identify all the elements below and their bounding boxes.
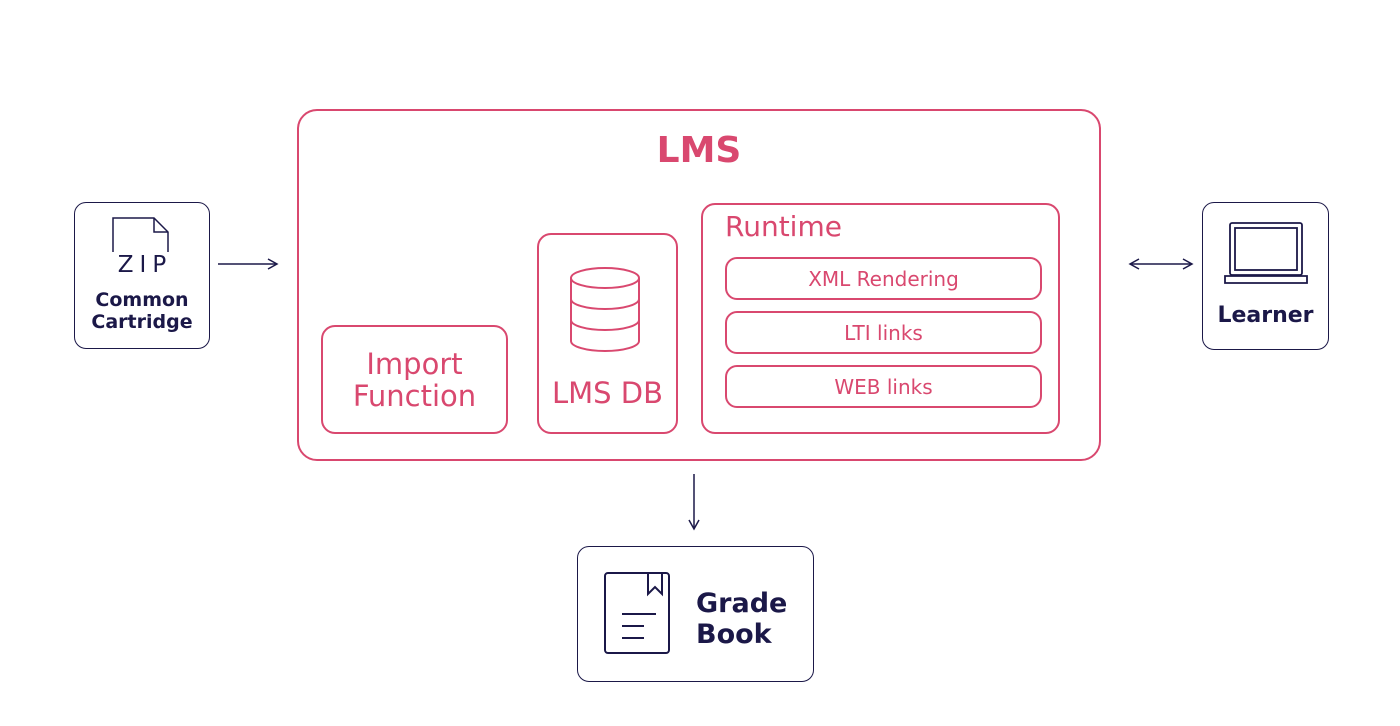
zip-file-icon xyxy=(112,217,169,252)
import-function-label: Import Function xyxy=(352,347,477,413)
runtime-item-xml-rendering: XML Rendering xyxy=(725,257,1042,300)
database-icon xyxy=(570,267,640,352)
zip-label: ZIP xyxy=(117,252,173,278)
common-cartridge-label: Common Cartridge xyxy=(91,289,193,333)
gradebook-document-icon xyxy=(604,572,670,654)
arrow-lms-to-gradebook xyxy=(688,474,700,531)
learner-label: Learner xyxy=(1217,303,1314,328)
common-cartridge-box xyxy=(74,202,210,349)
lms-title: LMS xyxy=(656,130,742,171)
runtime-box xyxy=(701,203,1060,434)
laptop-icon xyxy=(1224,222,1308,284)
runtime-item-lti-links: LTI links xyxy=(725,311,1042,354)
arrow-lms-learner-bidirectional xyxy=(1128,258,1194,270)
arrow-cartridge-to-lms xyxy=(218,258,279,270)
runtime-title: Runtime xyxy=(725,210,842,243)
lms-db-box xyxy=(537,233,678,434)
gradebook-label: Grade Book xyxy=(696,588,788,650)
gradebook-box xyxy=(577,546,814,682)
import-function-box xyxy=(321,325,508,434)
lms-db-label: LMS DB xyxy=(551,376,664,410)
lms-container xyxy=(297,109,1101,461)
runtime-item-web-links: WEB links xyxy=(725,365,1042,408)
